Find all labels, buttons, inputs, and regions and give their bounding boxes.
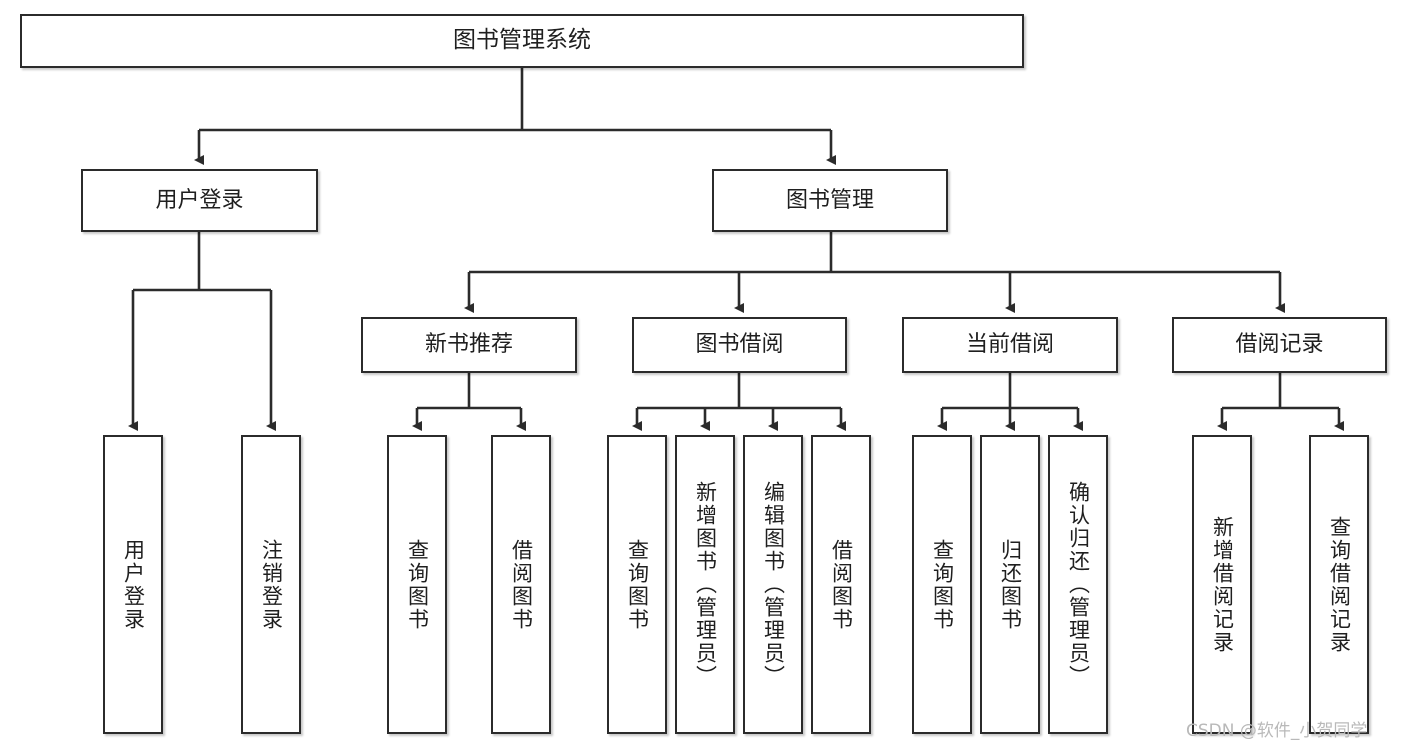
node-label: 图书管理: [785, 187, 874, 213]
node-label: 查询图书: [625, 538, 650, 631]
node-borrow-record[interactable]: 借阅记录: [1172, 317, 1387, 373]
leaf-add-record[interactable]: 新增借阅记录: [1192, 435, 1252, 734]
node-book-management[interactable]: 图书管理: [712, 169, 948, 232]
node-label: 图书借阅: [695, 332, 784, 358]
leaf-confirm-return[interactable]: 确认归还（管理员）: [1048, 435, 1108, 734]
node-label: 借阅图书: [509, 538, 534, 631]
node-label: 用户登录: [121, 538, 146, 631]
csdn-watermark: CSDN @软件_小贺同学: [1186, 721, 1368, 741]
node-current-borrow[interactable]: 当前借阅: [902, 317, 1118, 373]
leaf-query-book-1[interactable]: 查询图书: [387, 435, 447, 734]
leaf-query-book-2[interactable]: 查询图书: [607, 435, 667, 734]
node-label: 用户登录: [155, 187, 244, 213]
node-label: 查询图书: [930, 538, 955, 631]
node-book-borrow[interactable]: 图书借阅: [632, 317, 847, 373]
node-label: 注销登录: [259, 538, 284, 631]
leaf-add-book[interactable]: 新增图书（管理员）: [675, 435, 735, 734]
leaf-user-login[interactable]: 用户登录: [103, 435, 163, 734]
node-label: 图书管理系统: [453, 27, 591, 54]
leaf-query-book-3[interactable]: 查询图书: [912, 435, 972, 734]
leaf-logout-login[interactable]: 注销登录: [241, 435, 301, 734]
node-label: 借阅记录: [1235, 332, 1324, 358]
node-user-login[interactable]: 用户登录: [81, 169, 318, 232]
leaf-return-book[interactable]: 归还图书: [980, 435, 1040, 734]
leaf-borrow-book-2[interactable]: 借阅图书: [811, 435, 871, 734]
leaf-query-record[interactable]: 查询借阅记录: [1309, 435, 1369, 734]
node-label: 当前借阅: [965, 332, 1054, 358]
node-label: 确认归还（管理员）: [1066, 481, 1091, 688]
node-label: 借阅图书: [829, 538, 854, 631]
node-label: 新书推荐: [424, 332, 513, 358]
leaf-borrow-book-1[interactable]: 借阅图书: [491, 435, 551, 734]
node-label: 新增图书（管理员）: [693, 481, 718, 688]
node-label: 查询借阅记录: [1327, 515, 1352, 654]
node-label: 新增借阅记录: [1210, 515, 1235, 654]
node-new-book-recommend[interactable]: 新书推荐: [361, 317, 577, 373]
leaf-edit-book[interactable]: 编辑图书（管理员）: [743, 435, 803, 734]
node-root-book-management-system[interactable]: 图书管理系统: [20, 14, 1024, 68]
node-label: 编辑图书（管理员）: [761, 481, 786, 688]
node-label: 归还图书: [998, 538, 1023, 631]
node-label: 查询图书: [405, 538, 430, 631]
